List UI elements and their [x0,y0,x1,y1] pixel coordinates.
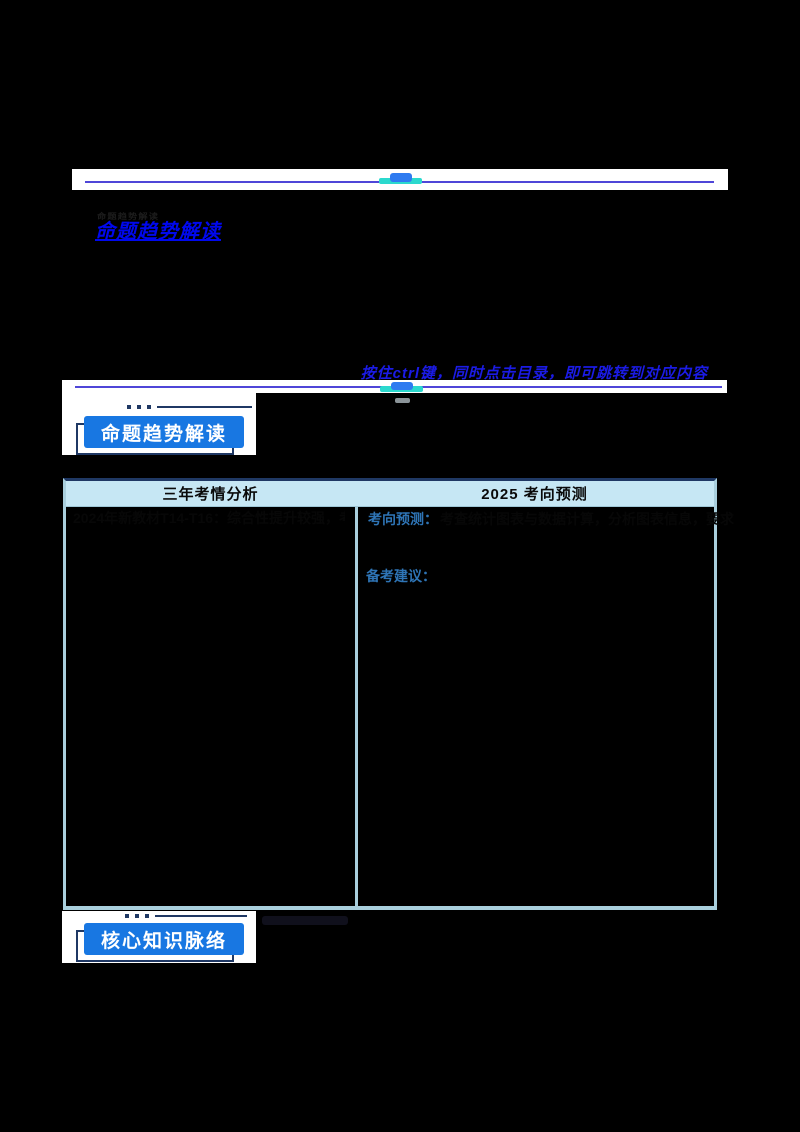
dot-icon [125,914,129,918]
right-cell-label-1: 考向预测： [368,511,438,527]
toc-entry-shadow: 命题趋势解读 [97,212,160,221]
table-body: 2024年新教材T14-T16：综合性提升较强，考查 考向预测： 考查统计图表与… [66,507,734,906]
right-cell-label-2: 备考建议： [366,568,436,584]
table-header-right: 2025 考向预测 [481,486,588,503]
dot-icon [147,405,151,409]
core-badge-label: 核心知识脉络 [100,930,227,952]
divider-smudge [395,398,410,403]
table-header-left: 三年考情分析 [162,486,259,503]
dot-icon [145,914,149,918]
top-divider-band [72,169,728,190]
core-badge-panel: 核心知识脉络 [62,911,256,963]
table-header-row: 三年考情分析 2025 考向预测 [66,481,714,507]
badge-rule-line [157,406,252,408]
right-cell-line-1: 考查统计图表与数据计算，分析图表信息，要求 [440,511,734,527]
exam-analysis-table: 三年考情分析 2025 考向预测 2024年新教材T14-T16：综合性提升较强… [63,478,734,910]
dot-icon [135,914,139,918]
dot-icon [127,405,131,409]
trend-badge: 命题趋势解读 [84,416,244,448]
badge-rule-line [155,915,247,917]
divider-emblem-blob-icon [391,382,413,390]
dot-icon [137,405,141,409]
divider-emblem-blob-icon [390,173,412,182]
left-cell-line: 2024年新教材T14-T16：综合性提升较强，考查 [73,510,346,526]
ctrl-click-instruction: 按住ctrl键，同时点击目录，即可跳转到对应内容 [360,365,708,382]
section-divider-band [62,380,727,393]
trend-badge-panel: 命题趋势解读 [62,392,256,455]
toc-link[interactable]: 命题趋势解读 [95,221,221,243]
faint-line-decoration [262,916,348,925]
trend-badge-label: 命题趋势解读 [100,423,227,445]
core-badge: 核心知识脉络 [84,923,244,955]
table-column-divider [355,507,358,906]
